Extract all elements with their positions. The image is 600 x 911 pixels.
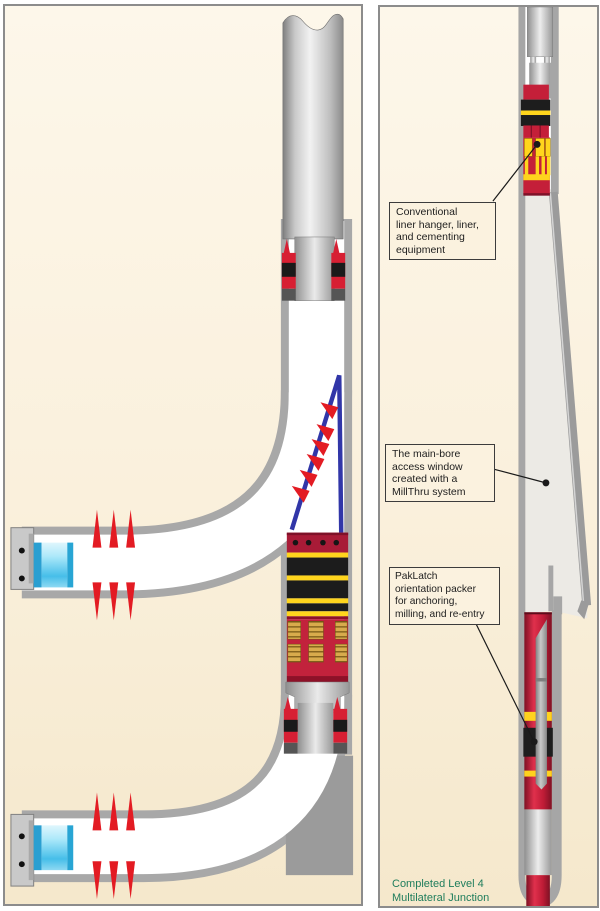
callout-line: PakLatch <box>395 571 438 582</box>
liner-shoe <box>526 875 550 906</box>
upper-seal-assembly <box>281 238 346 301</box>
callout-access-window: The main-bore access window created with… <box>385 444 495 503</box>
callout-line: access window <box>392 460 463 473</box>
junction-packer-assembly <box>283 532 350 754</box>
callout-line: orientation packer <box>395 583 476 595</box>
gold-slip-blocks <box>287 621 348 663</box>
callout-line: milling, and re-entry <box>395 608 485 620</box>
equipment-schematic-drawing <box>471 7 592 906</box>
flow-arrows <box>92 509 136 900</box>
callout-line: MillThru system <box>392 485 466 498</box>
callout-leader-lines <box>471 144 547 742</box>
paklatch-liner-assembly <box>523 612 553 906</box>
callout-line: and cementing <box>396 231 465 244</box>
callout-line: equipment <box>396 243 446 256</box>
callout-leader-dots <box>530 140 550 746</box>
callout-line: The main-bore <box>392 448 461 460</box>
access-window <box>525 189 588 619</box>
upper-tubing-and-seals <box>281 13 346 301</box>
callout-paklatch: PakLatch orientation packer for anchorin… <box>389 567 500 626</box>
polished-receptacle <box>524 809 552 876</box>
deflector-rod <box>535 619 547 790</box>
callout-liner-hanger: Conventional liner hanger, liner, and ce… <box>389 202 496 261</box>
callout-line: for anchoring, <box>395 596 458 608</box>
callout-line: liner hanger, liner, <box>396 218 479 231</box>
milling-direction-arrows <box>291 402 339 503</box>
caption-line: Completed Level 4 <box>392 878 484 890</box>
inner-seal-mandrel <box>294 236 335 301</box>
callout-line: Conventional <box>396 206 458 218</box>
diagram-caption: Completed Level 4 Multilateral Junction <box>392 878 489 905</box>
callout-line: created with a <box>392 473 458 486</box>
right-panel-equipment-schematic: Conventional liner hanger, liner, and ce… <box>378 5 599 908</box>
upper-casing-pipe <box>282 13 344 240</box>
junction-cross-section-drawing <box>10 13 354 900</box>
whipstock-deflector <box>289 374 344 533</box>
window-milled-wall <box>548 191 592 606</box>
caption-line: Multilateral Junction <box>392 891 490 904</box>
left-panel-completed-junction <box>3 4 363 906</box>
lower-seal-assembly <box>283 696 348 754</box>
latch-profile <box>548 565 554 612</box>
lower-lateral-liner-plug <box>10 813 74 887</box>
hanger-cage-bars <box>523 156 551 181</box>
upper-lateral-liner-plug <box>10 527 74 590</box>
liner-hanger-assembly <box>520 84 551 196</box>
